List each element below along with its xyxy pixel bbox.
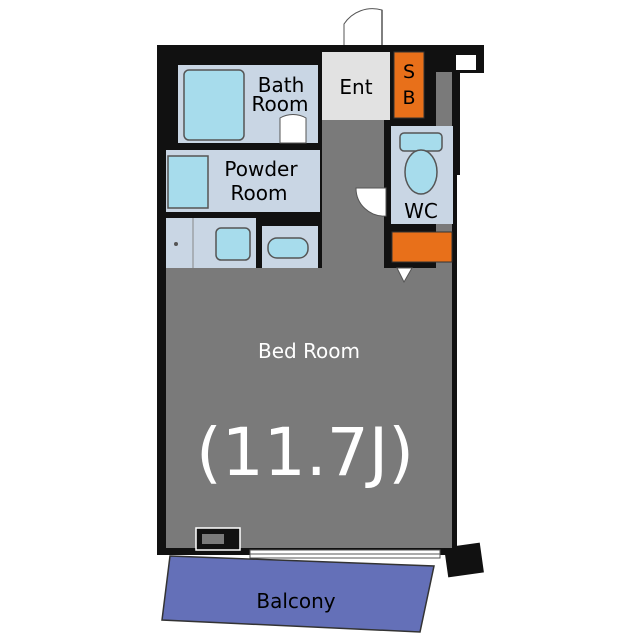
wc-label: WC	[404, 199, 438, 223]
stove-icon	[267, 237, 309, 259]
shoe-box: S B	[393, 51, 425, 119]
bedroom-floor	[166, 268, 452, 548]
wc-room: WC	[355, 126, 453, 224]
entrance: Ent	[322, 52, 390, 120]
bedroom-label: Bed Room	[258, 339, 360, 363]
balcony-label: Balcony	[256, 589, 335, 613]
kitchen	[166, 218, 318, 268]
bath-room-label-1: Bath	[258, 73, 305, 97]
bath-room-label-2: Room	[252, 92, 309, 116]
toilet-tank-icon	[399, 132, 443, 152]
outdoor-unit	[195, 527, 241, 551]
powder-room: Powder Room	[166, 150, 320, 212]
bath-room: Bath Room	[178, 65, 318, 144]
washer-pan-icon	[167, 155, 209, 209]
sink-icon	[215, 227, 251, 261]
balcony: Balcony	[161, 555, 435, 633]
powder-room-label-2: Room	[231, 181, 288, 205]
bedroom-size-label: (11.7J)	[196, 414, 414, 491]
entrance-label: Ent	[339, 75, 372, 99]
entrance-door	[343, 8, 383, 47]
shoe-box-label-b: B	[402, 87, 415, 109]
closet	[391, 231, 453, 284]
bathtub-icon	[183, 69, 245, 141]
powder-room-label-1: Powder	[224, 157, 298, 181]
shoe-box-label-s: S	[403, 61, 415, 83]
balcony-window	[249, 549, 441, 559]
toilet-bowl-icon	[404, 149, 438, 195]
